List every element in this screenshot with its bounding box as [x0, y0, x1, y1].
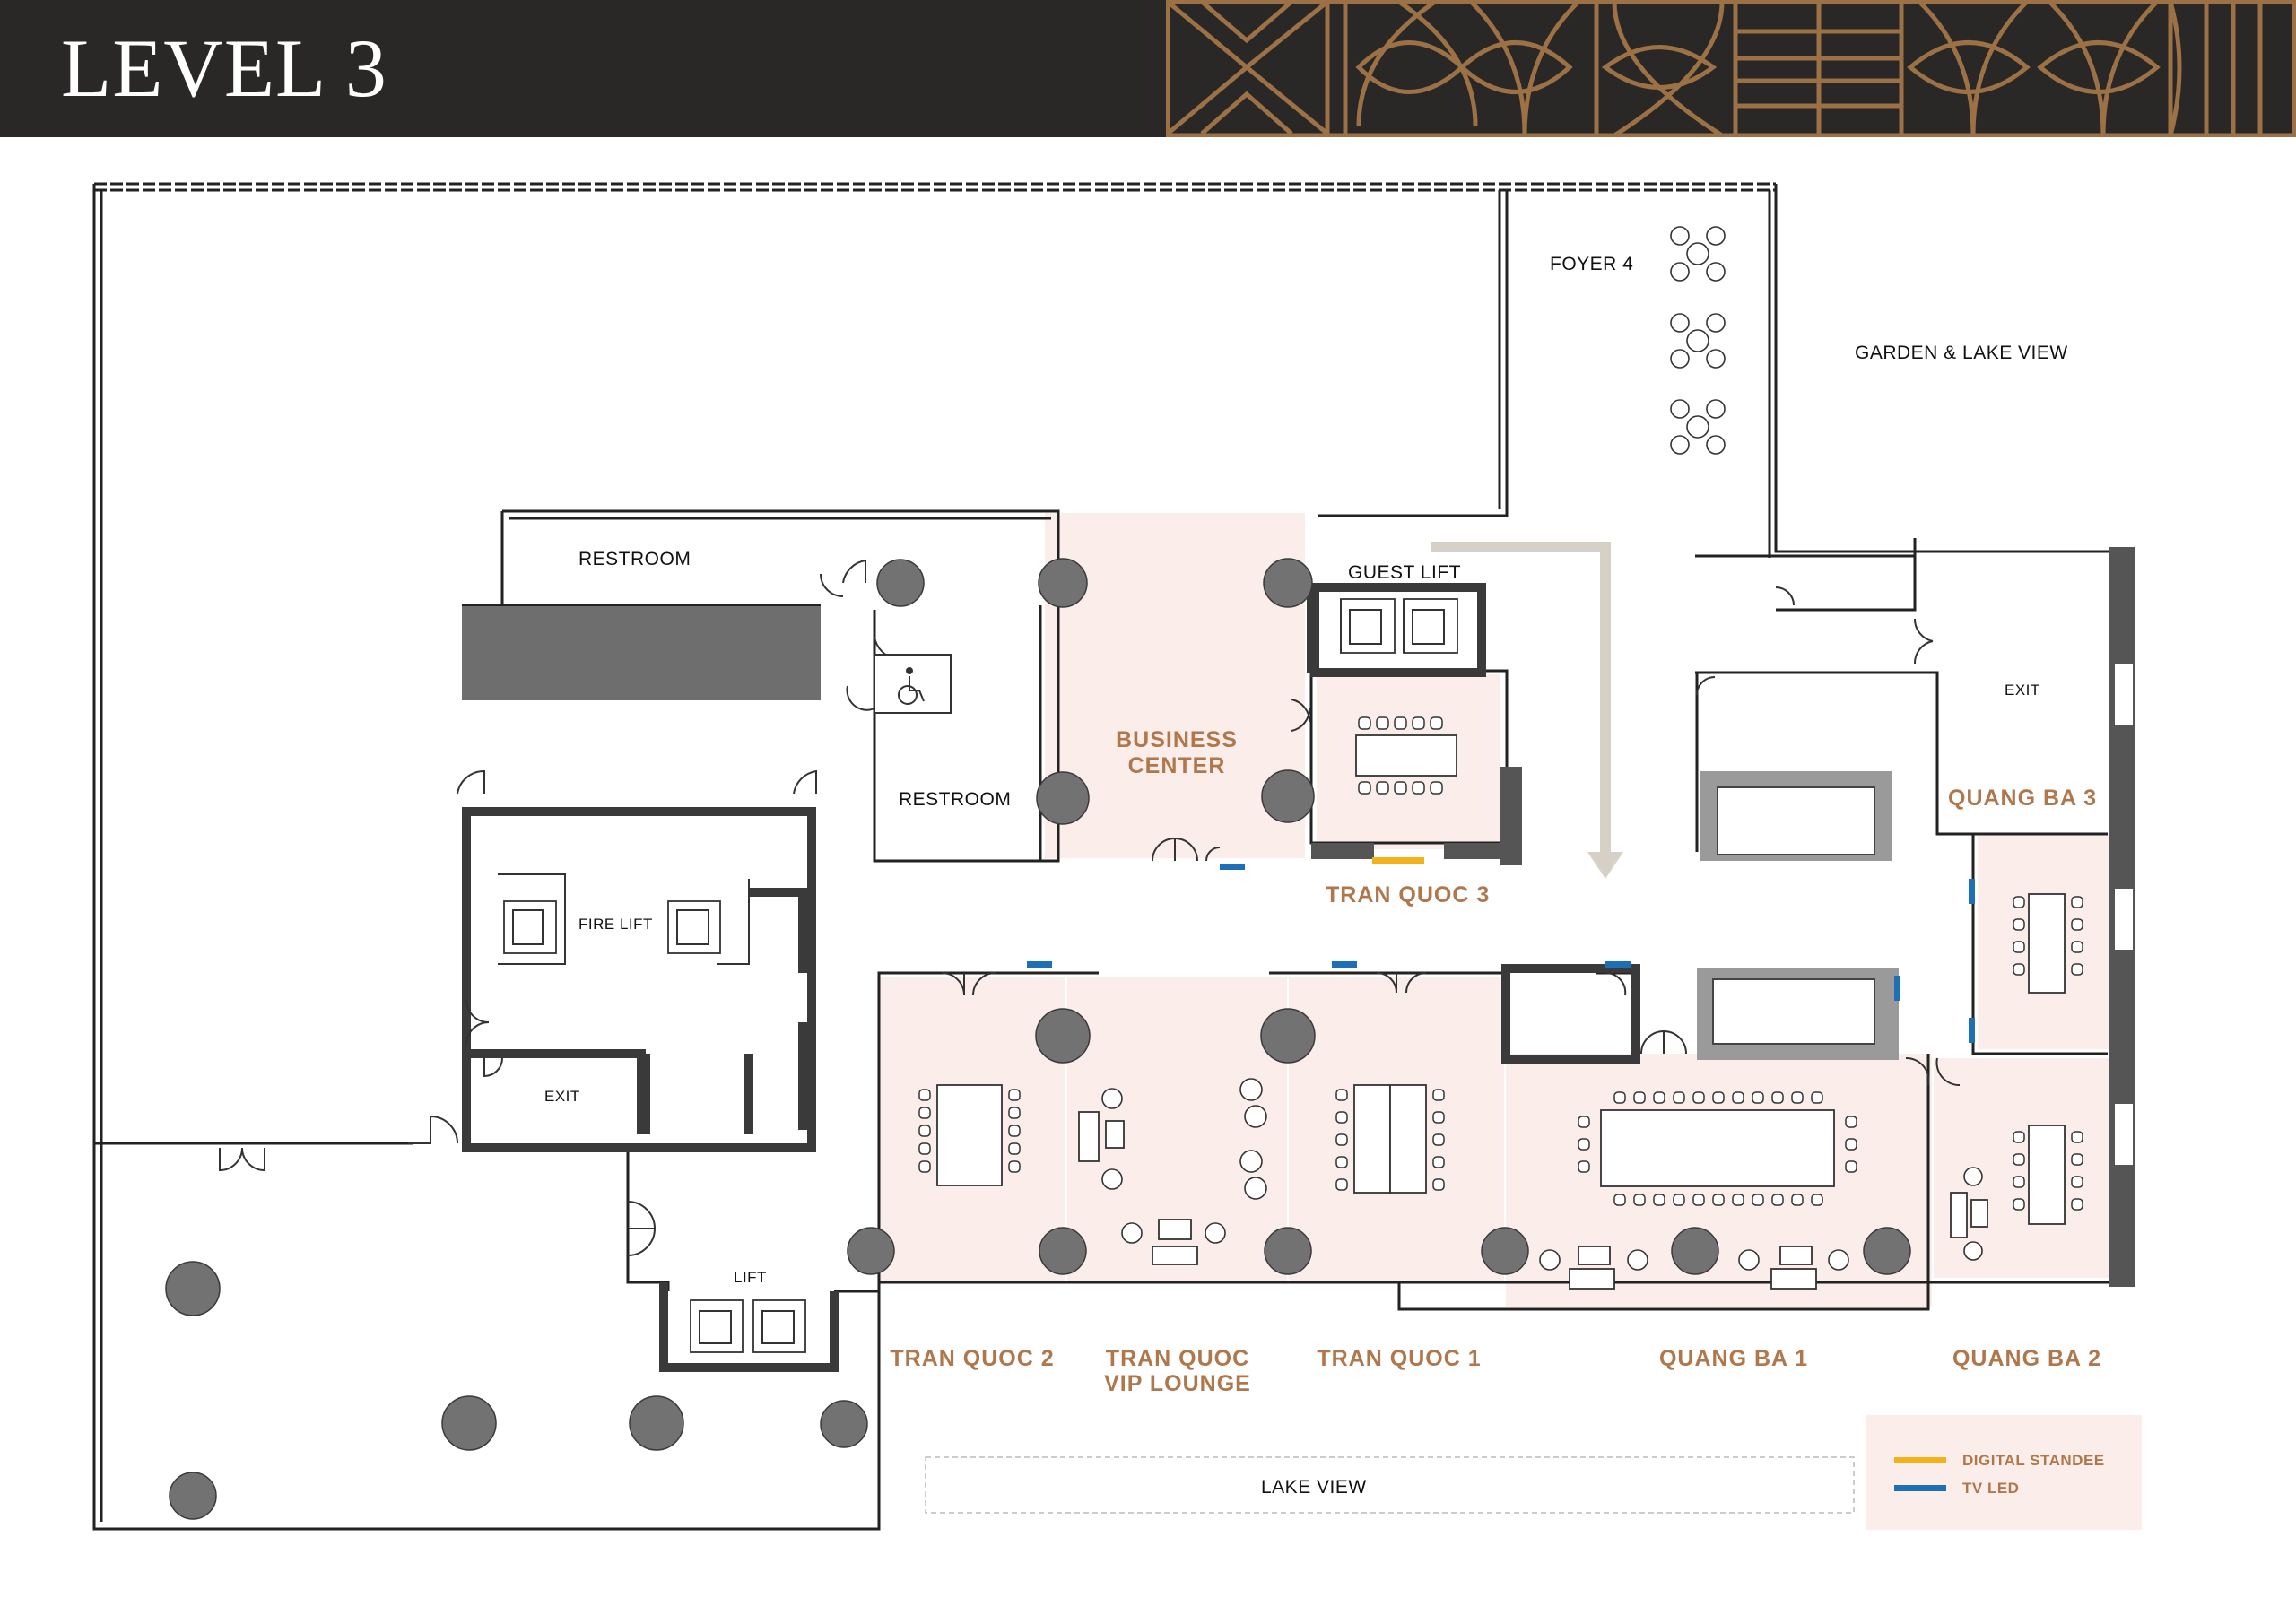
doors	[219, 559, 1961, 1256]
tran-quoc-2-label: TRAN QUOC 2	[890, 1346, 1054, 1371]
lounge-chair-icon	[1670, 226, 1726, 455]
tran-quoc-vip-label-2: VIP LOUNGE	[1104, 1371, 1251, 1396]
business-center-label-2: CENTER	[1128, 753, 1226, 778]
shaft-walls	[462, 547, 2135, 1372]
business-center-label-1: BUSINESS	[1116, 727, 1238, 752]
digital-standee-marker	[1372, 857, 1424, 864]
lake-view-path	[925, 1456, 1855, 1514]
lake-view-label: LAKE VIEW	[1261, 1477, 1367, 1498]
restroom-label-2: RESTROOM	[899, 789, 1011, 810]
legend: DIGITAL STANDEE TV LED	[1894, 1452, 2105, 1497]
tv-led-markers	[1027, 864, 1975, 1043]
quang-ba-1-label: QUANG BA 1	[1659, 1346, 1808, 1371]
legend-label-digital-standee: DIGITAL STANDEE	[1962, 1452, 2105, 1469]
columns	[165, 558, 1911, 1520]
garden-lake-view-label: GARDEN & LAKE VIEW	[1855, 343, 2068, 363]
legend-swatch-digital-standee	[1894, 1457, 1946, 1463]
fire-lift-label: FIRE LIFT	[578, 916, 653, 933]
accessible-restroom-icon	[874, 654, 952, 714]
legend-box	[1866, 1415, 2142, 1530]
lift-label: LIFT	[734, 1269, 767, 1286]
level-title: LEVEL 3	[61, 22, 387, 114]
tran-quoc-3-label: TRAN QUOC 3	[1326, 882, 1490, 908]
lounge-furniture	[1078, 1078, 1988, 1290]
quang-ba-2-label: QUANG BA 2	[1952, 1346, 2101, 1371]
arrow-head	[1587, 852, 1623, 879]
art-deco-ornament	[1166, 0, 2296, 137]
guest-lift-label: GUEST LIFT	[1348, 562, 1461, 583]
exit-label-1: EXIT	[2005, 682, 2040, 699]
quang-ba-3-label: QUANG BA 3	[1948, 786, 2097, 811]
foyer-4-label: FOYER 4	[1550, 254, 1633, 274]
header-bar: LEVEL 3	[0, 0, 2296, 137]
lift-cars	[503, 598, 1458, 1353]
conference-tables	[918, 716, 2083, 1225]
legend-label-tv-led: TV LED	[1962, 1480, 2019, 1497]
tran-quoc-vip-label-1: TRAN QUOC	[1106, 1346, 1249, 1371]
exit-label-2: EXIT	[544, 1088, 580, 1105]
tran-quoc-1-label: TRAN QUOC 1	[1317, 1346, 1481, 1371]
restroom-label-1: RESTROOM	[578, 549, 691, 569]
legend-swatch-tv-led	[1894, 1485, 1946, 1491]
direction-arrow-icon	[1431, 542, 1611, 856]
